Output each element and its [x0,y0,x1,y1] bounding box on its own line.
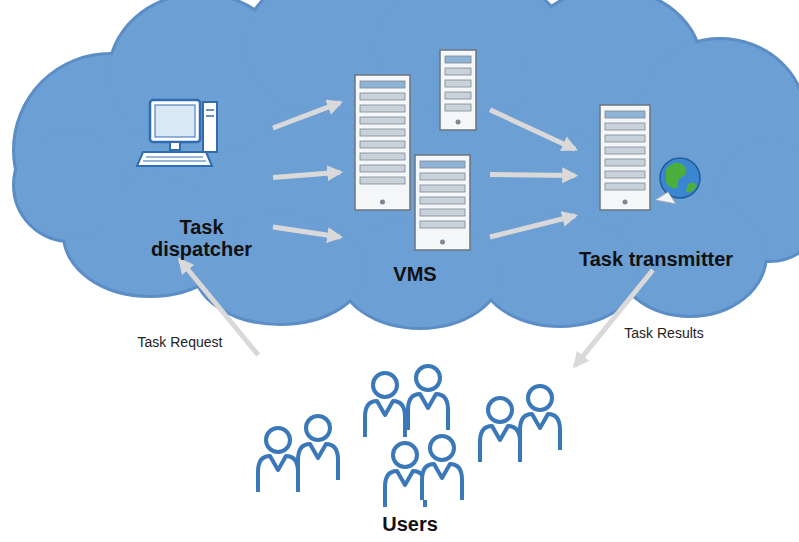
edge-label: Task Request [135,333,226,351]
user-icons [258,366,560,507]
user-icon [408,366,448,430]
flow-arrow [575,270,653,366]
flow-arrow [490,172,575,178]
flow-arrow [273,103,340,128]
edge-label: Task Results [621,324,706,342]
user-icon [298,416,338,480]
server-icons [355,50,650,250]
flow-arrow [490,216,575,237]
node-label: VMS [393,263,436,285]
flow-arrow [273,227,340,237]
cloud-lobe [15,130,125,240]
icon-node: Task transmitter [575,95,737,270]
user-icon [258,428,298,492]
icon-node: Task dispatcher [130,95,273,260]
user-icon [365,373,405,437]
computer-icon [137,100,217,166]
cloud-fill [15,0,799,327]
icon-node: VMS [340,45,490,285]
flow-arrow [273,172,340,177]
server-icon [600,105,650,210]
globe-icon [655,158,700,204]
server-icon [355,75,410,210]
icon-node: Users [245,355,575,535]
cloud-lobe [480,215,640,325]
user-icon [520,386,560,450]
server-icon [415,155,470,250]
cloud-lobe [15,130,125,240]
cloud-outline [15,0,799,327]
user-icon [385,443,425,507]
flow-arrow [490,110,575,149]
user-icon [422,436,462,500]
server-icon [440,50,476,130]
node-label: Task transmitter [579,248,733,270]
cloud-lobe [480,215,640,325]
user-icon [480,398,520,462]
node-label: Task dispatcher [130,216,273,260]
node-label: Users [382,513,438,535]
